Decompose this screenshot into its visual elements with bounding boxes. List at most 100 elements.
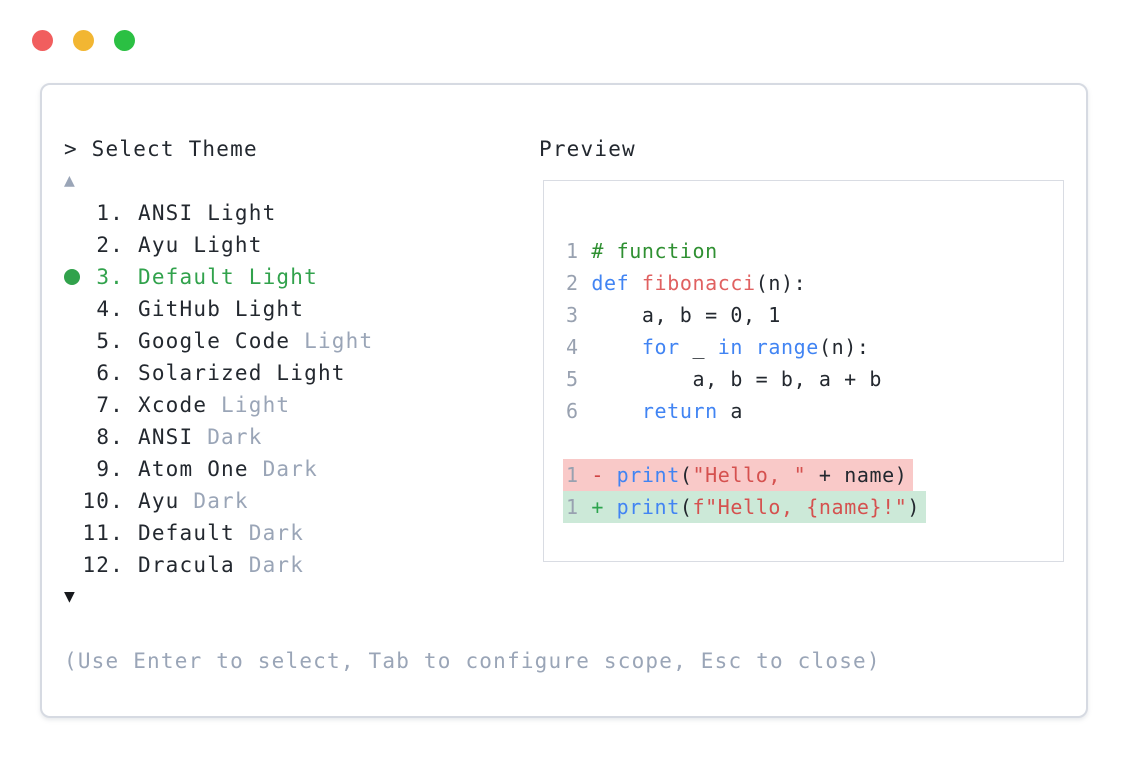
code-token-comment: # function [591,239,718,263]
window-controls [32,30,135,51]
line-number: 5 [566,367,579,391]
theme-item-name: Xcode Light [138,393,291,417]
theme-item-name: GitHub Light [138,297,305,321]
theme-item-number: 5. [96,329,124,353]
theme-list-item[interactable]: 10. Ayu Dark [64,485,534,517]
scroll-down-icon[interactable]: ▼ [64,586,77,607]
code-token-plain [579,463,592,487]
line-number: 3 [566,303,579,327]
theme-list-item[interactable]: 8. ANSI Dark [64,421,534,453]
code-token-plain: ( [679,495,693,519]
code-token-plain: _ [679,335,718,359]
code-token-plain [579,399,592,423]
code-line-content: 2 def fibonacci(n): [563,267,812,299]
theme-item-number: 9. [96,457,124,481]
theme-item-variant: Dark [248,457,318,481]
code-token-plain: a, b = b, a + b [591,367,883,391]
select-theme-prompt: > Select Theme [64,137,258,161]
code-token-plain: (n): [755,271,807,295]
code-token-plain [579,495,592,519]
theme-item-number: 3. [96,265,124,289]
code-line: 1 + print(f"Hello, {name}!") [563,491,927,523]
theme-item-name: Default Light [138,265,318,289]
code-line-content: 1 # function [563,235,724,267]
code-token-plain [743,335,756,359]
selected-indicator-dot [64,269,80,285]
keyboard-hint: (Use Enter to select, Tab to configure s… [64,649,881,673]
line-number: 1 [566,239,579,263]
scroll-up-icon[interactable]: ▲ [64,170,77,191]
theme-list-item[interactable]: 11. Default Dark [64,517,534,549]
code-token-keyword: def [591,271,630,295]
code-token-plain: + name) [806,463,908,487]
code-line-content: 6 return a [563,395,749,427]
theme-list-column: > Select Theme ▲ 1.ANSI Light 2. Ayu Light… [64,133,881,677]
code-token-plain [579,303,592,327]
theme-item-name: Dracula Dark [138,553,305,577]
line-number: 2 [566,271,579,295]
theme-list-item[interactable]: 5. Google Code Light [64,325,534,357]
code-token-string: f"Hello, {name}!" [692,495,908,519]
theme-item-number: 10. [82,489,124,513]
theme-item-variant: Light [290,329,374,353]
code-line: 2 def fibonacci(n): [566,267,926,299]
theme-list-item[interactable]: 6.Solarized Light [64,357,534,389]
code-line-content: 5 a, b = b, a + b [563,363,888,395]
close-button[interactable] [32,30,53,51]
code-token-plain: a, b = 0, 1 [591,303,781,327]
minimize-button[interactable] [73,30,94,51]
diff-line-added: 1 + print(f"Hello, {name}!") [563,491,927,523]
maximize-button[interactable] [114,30,135,51]
theme-list-item[interactable]: 9. Atom One Dark [64,453,534,485]
code-line: 4 for _ in range(n): [566,331,926,363]
theme-item-number: 11. [82,521,124,545]
code-token-plain: (n): [818,335,870,359]
theme-item-name: Atom One Dark [138,457,318,481]
code-token-keyword: in [717,335,744,359]
theme-item-name: ANSI Dark [138,425,263,449]
theme-item-name: Ayu Dark [138,489,249,513]
theme-list-item[interactable]: 4. GitHub Light [64,293,534,325]
theme-item-number: 12. [82,553,124,577]
code-line: 6 return a [566,395,926,427]
code-line: 1 - print("Hello, " + name) [563,459,926,491]
theme-item-name: Default Dark [138,521,305,545]
diff-sign-icon: - [591,463,604,487]
code-token-keyword: range [755,335,819,359]
preview-label: Preview [539,137,636,161]
theme-item-number: 2. [96,233,124,257]
line-number: 1 [566,463,579,487]
theme-item-variant: Dark [234,521,305,545]
theme-item-number: 1. [96,201,124,225]
theme-item-number: 8. [96,425,124,449]
theme-item-number: 4. [96,297,124,321]
theme-item-name: Ayu Light [138,233,263,257]
line-number: 4 [566,335,579,359]
theme-list-item[interactable]: 7.Xcode Light [64,389,534,421]
theme-list-item[interactable]: 3. Default Light [64,261,534,293]
diff-line-removed: 1 - print("Hello, " + name) [563,459,914,491]
code-line: 1 # function [566,235,926,267]
code-blank-line [566,427,926,459]
code-token-string: "Hello, " [692,463,807,487]
code-line: 3 a, b = 0, 1 [566,299,926,331]
code-token-plain: ( [679,463,693,487]
theme-item-variant: Light [207,393,291,417]
theme-list-item[interactable]: 12. Dracula Dark [64,549,534,581]
code-token-keyword: for [641,335,680,359]
theme-item-variant: Dark [234,553,305,577]
line-number: 1 [566,495,579,519]
code-token-plain: ) [907,495,921,519]
theme-selector-panel: > Select Theme ▲ 1.ANSI Light 2. Ayu Light… [40,83,1088,718]
code-token-plain [604,495,617,519]
code-token-keyword: print [616,495,680,519]
theme-list: 1.ANSI Light 2. Ayu Light 3. Default Light 4.… [64,197,534,581]
theme-list-item[interactable]: 1.ANSI Light [64,197,534,229]
code-token-plain [629,271,642,295]
code-token-plain [579,239,592,263]
code-token-keyword: print [616,463,680,487]
code-token-plain [604,463,617,487]
theme-list-item[interactable]: 2. Ayu Light [64,229,534,261]
theme-item-name: Google Code Light [138,329,374,353]
